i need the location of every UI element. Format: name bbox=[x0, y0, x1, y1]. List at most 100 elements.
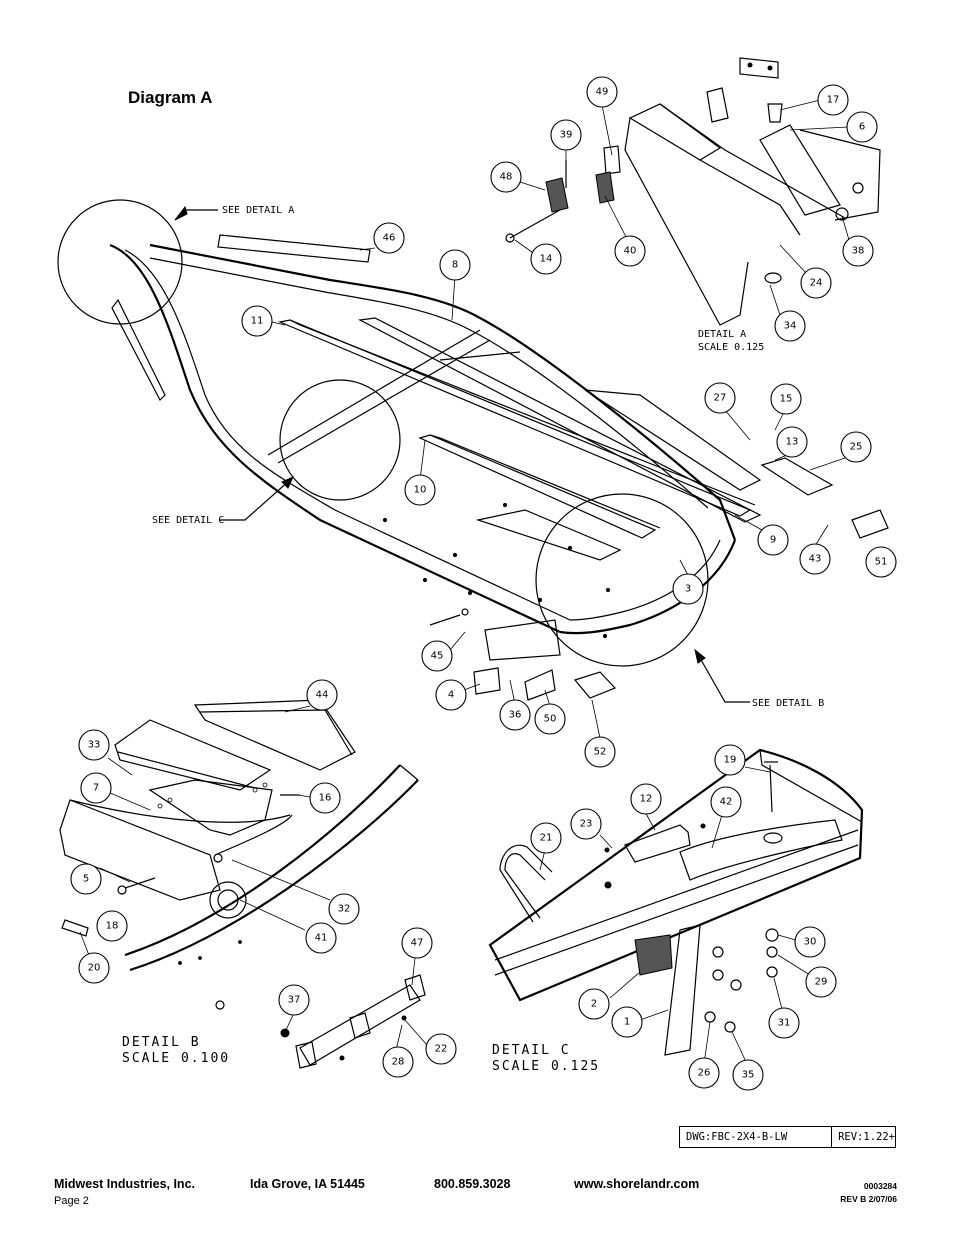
svg-text:49: 49 bbox=[596, 87, 609, 98]
callout-45: 45 bbox=[421, 640, 453, 672]
footer-revision: REV B 2/07/06 bbox=[840, 1194, 897, 1204]
svg-text:20: 20 bbox=[88, 963, 101, 974]
detail-a-circle bbox=[57, 199, 183, 325]
svg-text:12: 12 bbox=[640, 794, 653, 805]
detail-c-circle bbox=[279, 379, 401, 501]
svg-text:15: 15 bbox=[780, 394, 793, 405]
callout-27: 27 bbox=[704, 382, 736, 414]
callout-20: 20 bbox=[78, 952, 110, 984]
callout-15: 15 bbox=[770, 383, 802, 415]
svg-text:29: 29 bbox=[815, 977, 828, 988]
svg-text:8: 8 bbox=[452, 260, 458, 271]
callout-38: 38 bbox=[842, 235, 874, 267]
callout-34: 34 bbox=[774, 310, 806, 342]
svg-text:43: 43 bbox=[809, 554, 822, 565]
svg-text:22: 22 bbox=[435, 1044, 448, 1055]
callout-17: 17 bbox=[817, 84, 849, 116]
svg-text:39: 39 bbox=[560, 130, 573, 141]
callout-5: 5 bbox=[70, 863, 102, 895]
callout-39: 39 bbox=[550, 119, 582, 151]
callout-2: 2 bbox=[578, 988, 610, 1020]
trailer-frame bbox=[109, 234, 889, 701]
svg-text:24: 24 bbox=[810, 278, 823, 289]
detail-b-assembly bbox=[59, 699, 426, 1069]
callout-40: 40 bbox=[614, 235, 646, 267]
svg-text:14: 14 bbox=[540, 254, 553, 265]
svg-text:37: 37 bbox=[288, 995, 301, 1006]
callout-49: 49 bbox=[586, 76, 618, 108]
callout-52: 52 bbox=[584, 736, 616, 768]
svg-text:34: 34 bbox=[784, 321, 797, 332]
diagram-title: Diagram A bbox=[128, 88, 213, 107]
callout-3: 3 bbox=[672, 573, 704, 605]
callout-16: 16 bbox=[309, 782, 341, 814]
svg-text:19: 19 bbox=[724, 755, 737, 766]
see-detail-c: SEE DETAIL C bbox=[152, 515, 224, 526]
svg-text:52: 52 bbox=[594, 747, 607, 758]
svg-text:16: 16 bbox=[319, 793, 332, 804]
callout-33: 33 bbox=[78, 729, 110, 761]
callout-25: 25 bbox=[840, 431, 872, 463]
see-detail-a: SEE DETAIL A bbox=[222, 205, 294, 216]
callout-42: 42 bbox=[710, 786, 742, 818]
svg-text:1: 1 bbox=[624, 1017, 630, 1028]
svg-text:13: 13 bbox=[786, 437, 799, 448]
callout-12: 12 bbox=[630, 783, 662, 815]
svg-text:38: 38 bbox=[852, 246, 865, 257]
svg-text:23: 23 bbox=[580, 819, 593, 830]
svg-text:44: 44 bbox=[316, 690, 329, 701]
svg-text:41: 41 bbox=[315, 933, 328, 944]
detail-a-assembly bbox=[505, 57, 881, 326]
svg-text:36: 36 bbox=[509, 710, 522, 721]
drawing-number: DWG:FBC-2X4-B-LW bbox=[680, 1127, 833, 1147]
drawing-revision: REV:1.22+ bbox=[838, 1131, 895, 1143]
svg-text:51: 51 bbox=[875, 557, 888, 568]
callout-23: 23 bbox=[570, 808, 602, 840]
svg-text:47: 47 bbox=[411, 938, 424, 949]
page-footer: Midwest Industries, Inc. Ida Grove, IA 5… bbox=[54, 1177, 899, 1217]
callout-37: 37 bbox=[278, 984, 310, 1016]
callout-22: 22 bbox=[425, 1033, 457, 1065]
svg-text:50: 50 bbox=[544, 714, 557, 725]
callout-19: 19 bbox=[714, 744, 746, 776]
callout-21: 21 bbox=[530, 822, 562, 854]
callout-46: 46 bbox=[373, 222, 405, 254]
footer-company: Midwest Industries, Inc. bbox=[54, 1177, 195, 1191]
detail-c-assembly bbox=[488, 748, 864, 1056]
callout-10: 10 bbox=[404, 474, 436, 506]
svg-text:25: 25 bbox=[850, 442, 863, 453]
svg-text:48: 48 bbox=[500, 172, 513, 183]
callout-7: 7 bbox=[80, 772, 112, 804]
footer-page-number: Page 2 bbox=[54, 1195, 89, 1207]
footer-phone: 800.859.3028 bbox=[434, 1177, 511, 1191]
callout-6: 6 bbox=[846, 111, 878, 143]
svg-text:30: 30 bbox=[804, 937, 817, 948]
callout-44: 44 bbox=[306, 679, 338, 711]
callout-43: 43 bbox=[799, 543, 831, 575]
callout-leaders bbox=[79, 99, 850, 1067]
footer-website: www.shorelandr.com bbox=[574, 1177, 700, 1191]
svg-text:35: 35 bbox=[742, 1070, 755, 1081]
svg-text:4: 4 bbox=[448, 690, 454, 701]
svg-text:2: 2 bbox=[591, 999, 597, 1010]
svg-text:17: 17 bbox=[827, 95, 840, 106]
svg-text:45: 45 bbox=[431, 651, 444, 662]
svg-text:10: 10 bbox=[414, 485, 427, 496]
callout-47: 47 bbox=[401, 927, 433, 959]
svg-text:32: 32 bbox=[338, 904, 351, 915]
callout-24: 24 bbox=[800, 267, 832, 299]
callout-29: 29 bbox=[805, 966, 837, 998]
callout-41: 41 bbox=[305, 922, 337, 954]
callout-51: 51 bbox=[865, 546, 897, 578]
detail-c-scale: SCALE 0.125 bbox=[492, 1059, 600, 1074]
callout-13: 13 bbox=[776, 426, 808, 458]
callout-35: 35 bbox=[732, 1059, 764, 1091]
footer-location: Ida Grove, IA 51445 bbox=[250, 1177, 365, 1191]
callout-bubbles: 49 17 6 39 48 46 14 40 38 24 8 34 11 27 … bbox=[70, 76, 897, 1091]
svg-text:26: 26 bbox=[698, 1068, 711, 1079]
callout-30: 30 bbox=[794, 926, 826, 958]
svg-text:3: 3 bbox=[685, 584, 691, 595]
detail-a-name: DETAIL A bbox=[698, 329, 746, 340]
detail-a-scale: SCALE 0.125 bbox=[698, 342, 764, 353]
svg-text:27: 27 bbox=[714, 393, 727, 404]
